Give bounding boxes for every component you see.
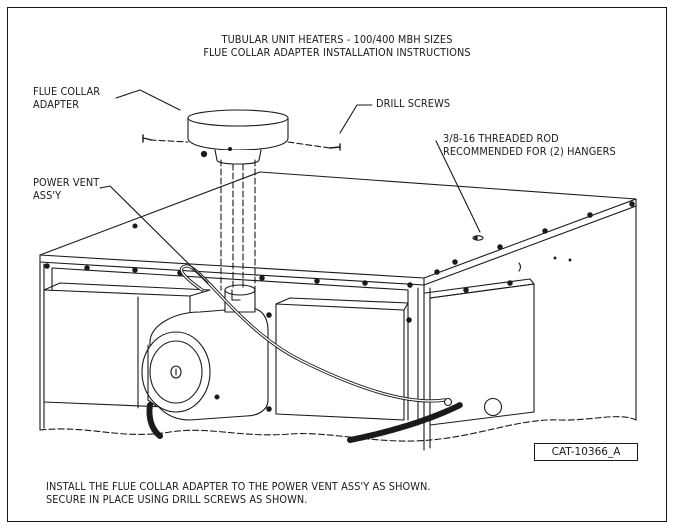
power-vent-label-2: ASS'Y <box>33 189 62 202</box>
instructions-line-2: SECURE IN PLACE USING DRILL SCREWS AS SH… <box>46 493 308 506</box>
flue-collar-label-2: ADAPTER <box>33 98 80 111</box>
flue-collar-callout: FLUE COLLAR ADAPTER <box>33 86 100 111</box>
drill-screws <box>142 134 341 158</box>
title-line-1: TUBULAR UNIT HEATERS - 100/400 MBH SIZES <box>221 34 453 46</box>
front-middle-box <box>266 297 412 421</box>
threaded-rod-label-1: 3/8-16 THREADED ROD <box>443 133 559 145</box>
alignment-lines <box>149 139 331 291</box>
power-vent-assembly <box>141 284 269 421</box>
power-vent-label-1: POWER VENT <box>33 177 100 189</box>
power-cables <box>146 264 463 443</box>
drill-screws-label: DRILL SCREWS <box>376 98 451 110</box>
drawing-title: TUBULAR UNIT HEATERS - 100/400 MBH SIZES… <box>151 34 523 59</box>
heater-top-panel <box>39 171 637 286</box>
title-line-2: FLUE COLLAR ADAPTER INSTALLATION INSTRUC… <box>203 46 471 59</box>
leader-lines <box>99 89 481 284</box>
installation-instructions: INSTALL THE FLUE COLLAR ADAPTER TO THE P… <box>46 481 431 506</box>
flue-collar-adapter <box>187 109 289 165</box>
drill-screws-callout: DRILL SCREWS <box>376 98 450 111</box>
break-line <box>39 416 637 442</box>
drawing-frame <box>7 7 667 522</box>
threaded-rod-callout: 3/8-16 THREADED ROD RECOMMENDED FOR (2) … <box>443 133 616 158</box>
catalog-number: CAT-10366_A <box>534 443 638 461</box>
instructions-line-1: INSTALL THE FLUE COLLAR ADAPTER TO THE P… <box>46 481 431 493</box>
right-control-box <box>424 278 535 426</box>
power-vent-callout: POWER VENT ASS'Y <box>33 177 99 202</box>
flue-collar-label-1: FLUE COLLAR <box>33 86 101 98</box>
threaded-rod-label-2: RECOMMENDED FOR (2) HANGERS <box>443 145 616 158</box>
